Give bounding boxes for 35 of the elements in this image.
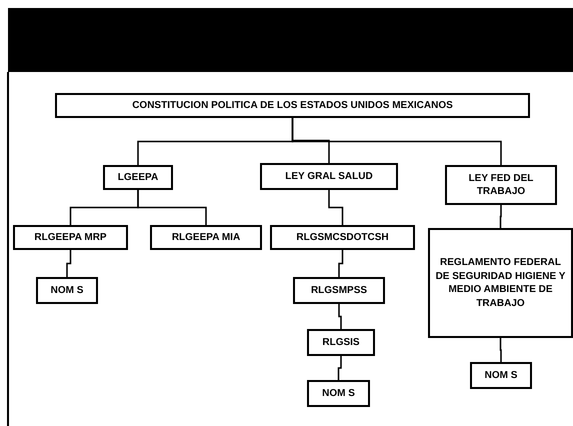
connector-line (137, 190, 207, 225)
box-label: RLGSIS (322, 336, 360, 350)
org-box (293, 277, 385, 304)
org-box (55, 93, 530, 118)
connector-line (338, 304, 342, 329)
connector-line (292, 118, 502, 165)
box-label: LGEEPA (118, 170, 158, 184)
connector-line (500, 205, 502, 228)
org-box (470, 362, 532, 389)
connector-line (66, 250, 72, 277)
connector-line (338, 356, 342, 380)
box-label: CONSTITUCION POLITICA DE LOS ESTADOS UNIDOS MEXICANOS (132, 98, 453, 112)
box-label: NOM S (50, 284, 84, 298)
box-label: RLGSMPSS (310, 284, 368, 298)
box-label: RLGSMCSDOTCSH (296, 230, 389, 244)
connector-line (500, 338, 502, 362)
connector-line (328, 190, 344, 225)
org-box (445, 165, 557, 205)
org-box (307, 380, 370, 407)
box-label: RLGEEPA MIA (172, 230, 240, 244)
box-label: LEY GRAL SALUD (285, 170, 373, 184)
org-box (270, 225, 415, 250)
box-label: REGLAMENTO FEDERAL DE SEGURIDAD HIGIENE Y MEDIO AMBIENTE DE TRABAJO (434, 256, 566, 310)
box-label: NOM S (484, 368, 518, 382)
box-label: NOM S (322, 386, 355, 400)
org-box (260, 163, 398, 190)
org-box (307, 329, 375, 356)
connector-line (338, 250, 344, 277)
org-box (13, 225, 128, 250)
org-box (428, 228, 573, 338)
box-label: LEY FED DEL TRABAJO (468, 172, 534, 198)
org-box (150, 225, 262, 250)
box-label: RLGEEPA MRP (34, 230, 107, 244)
org-box (103, 165, 173, 190)
org-box (36, 277, 98, 304)
